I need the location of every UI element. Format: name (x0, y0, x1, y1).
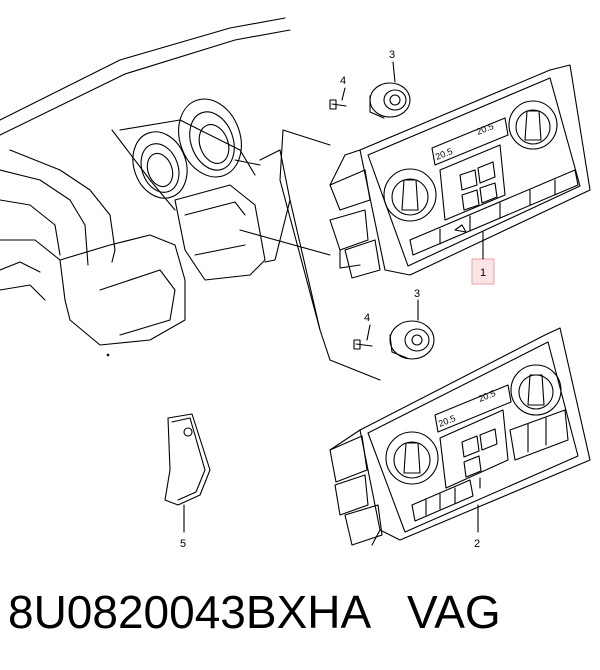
part-number-footer: 8U0820043BXHA VAG (8, 585, 501, 639)
dashboard-drawing (0, 17, 291, 357)
part-number: 8U0820043BXHA (8, 586, 369, 638)
callout-2: 2 (474, 538, 480, 550)
climate-control-unit-1 (329, 64, 591, 279)
callout-4-bottom: 4 (364, 312, 370, 324)
unit2-right-temp: 20.5 (477, 388, 497, 404)
brand-label: VAG (406, 586, 501, 638)
screw-part-4-top (329, 87, 347, 110)
knob-part-3-top (369, 61, 411, 119)
climate-control-unit-2 (329, 327, 591, 546)
unit1-right-temp: 20.5 (475, 121, 495, 137)
callout-3-bottom: 3 (414, 288, 420, 300)
unit1-left-temp: 20.5 (434, 146, 454, 162)
callout-1: 1 (480, 267, 486, 279)
callout-5: 5 (180, 538, 186, 550)
unit2-left-temp: 20.5 (437, 413, 457, 429)
bracket-part-5 (164, 413, 211, 533)
exploded-parts-diagram: 20.5 20.5 20.5 20.5 1 2 3 3 4 4 5 (0, 17, 591, 550)
screw-part-4-bottom (353, 324, 373, 350)
callout-3-top: 3 (389, 49, 395, 61)
knob-part-3-bottom (389, 299, 435, 360)
callout-4-top: 4 (340, 75, 346, 87)
